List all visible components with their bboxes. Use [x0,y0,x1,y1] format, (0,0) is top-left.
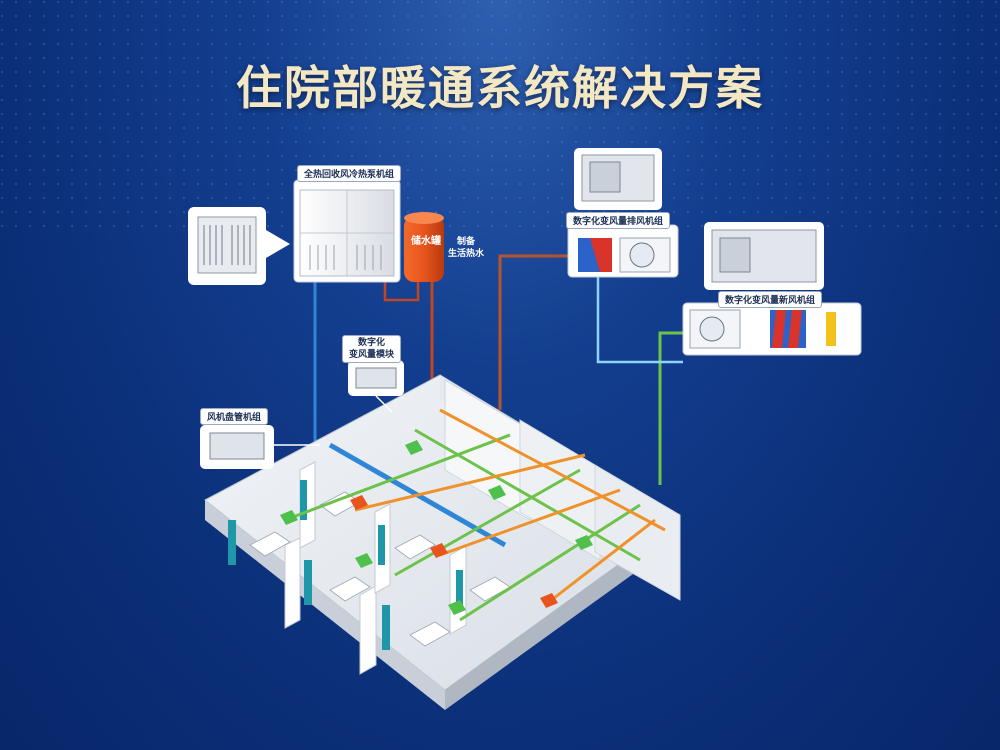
exhaust-duct [439,408,666,532]
building-front-right-wall [445,520,680,710]
water-tank-body [404,216,444,282]
exhaust-duct [354,453,586,512]
exhaust-duct-riser [498,254,572,410]
fresh-air-duct [414,428,641,562]
heat-pump-unit-label: 全热回收风冷热泵机组 [297,165,402,182]
vav-module-label: 数字化 变风量模块 [342,335,402,363]
door [228,520,236,565]
door [378,525,385,565]
chilled-water-pipe [313,280,341,457]
vav-pointer-line [375,395,393,413]
hot-water-label-line2: 生活热水 [448,249,485,259]
fresh-air-filter-yellow [826,312,836,346]
fresh-air-coil-red [788,310,802,348]
outdoor-unit-body [197,216,257,274]
hot-water-pipe [383,280,420,302]
exhaust-unit-label: 数字化变风量排风机组 [566,212,671,229]
exhaust-unit-filter [590,238,612,272]
water-tank-top [404,212,444,224]
fresh-air-coil-red [772,310,786,348]
fresh-air-duct [284,433,511,522]
vav-module-label-line2: 变风量模块 [349,350,395,360]
background-dot-grid [0,0,1000,230]
fresh-air-unit-label: 数字化变风量新风机组 [718,291,823,308]
fresh-air-fan-icon [699,316,725,342]
partition-wall [284,537,301,629]
partition-wall [359,585,377,675]
vav-module-label-line1: 数字化 [358,338,386,348]
door [382,605,390,650]
water-tank-label: 储水罐 [411,236,441,247]
hot-water-label-line1: 制备 [457,237,476,247]
exhaust-unit-photo-panel [589,161,621,193]
fresh-air-duct-riser [658,331,683,485]
fan-coil-unit-label: 风机盘管机组 [200,408,269,425]
inset-pointer [266,230,290,258]
fresh-air-duct [459,503,641,622]
fresh-air-duct [394,468,581,577]
door [304,560,312,605]
fan-coil-body [209,432,265,460]
exhaust-duct [439,488,621,557]
air-diffusers [280,440,593,615]
door [300,480,307,520]
page-title: 住院部暖通系统解决方案 [236,61,764,115]
hot-water-label: 制备 生活热水 [448,236,484,260]
exhaust-duct [544,518,656,607]
outdoor-unit-fins [203,225,251,265]
door [456,570,463,610]
exhaust-fan-icon [629,242,655,268]
vav-module-body [355,367,397,389]
heat-pump-panels [300,190,394,276]
exhaust-air-pipe [596,272,683,364]
heat-pump-vents [309,245,382,270]
fresh-air-unit-photo-panel [719,237,751,273]
